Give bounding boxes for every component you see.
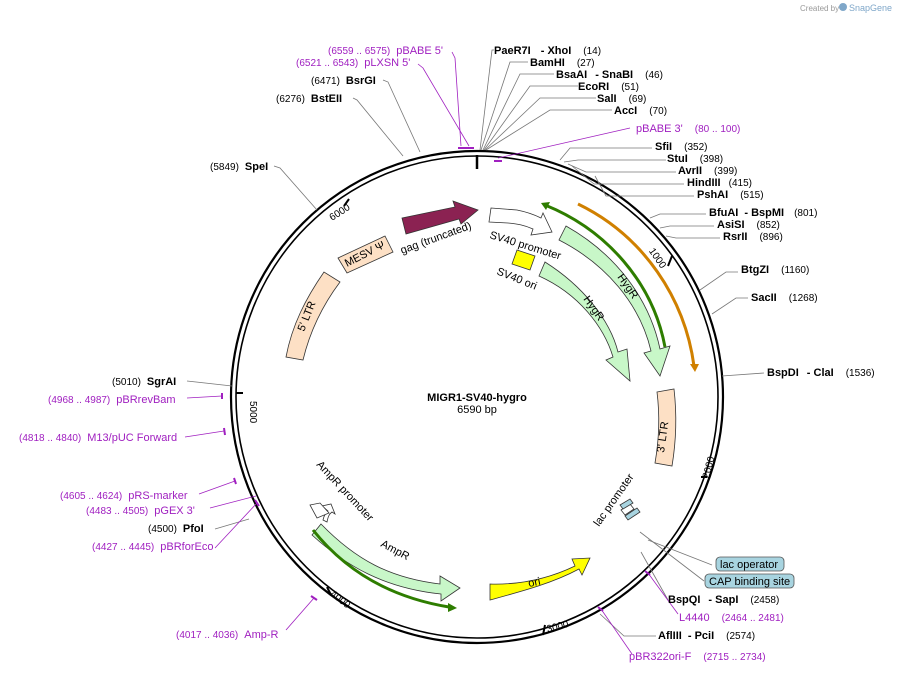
tick-1000: 1000 xyxy=(646,246,668,271)
lac-operator-label: lac operator xyxy=(720,559,778,571)
enzyme-acci: AccI(70) xyxy=(614,105,667,117)
backbone-outer-strand xyxy=(229,149,725,645)
cap-site-box xyxy=(619,498,634,510)
credit-brand: SnapGene xyxy=(849,3,892,13)
enzyme-afliii: AflIII- PciI(2574) xyxy=(658,630,755,642)
hygr-arrow-outer xyxy=(558,225,671,377)
enzyme-hindiii: HindIII(415) xyxy=(687,177,752,189)
plasmid-size: 6590 bp xyxy=(457,404,497,416)
tick-2000: 2000 xyxy=(701,455,717,480)
enzyme-btgzi: BtgZI(1160) xyxy=(741,264,809,276)
enzyme-sali: SalI(69) xyxy=(597,93,646,105)
ampr-green-arc-head xyxy=(448,603,457,612)
enzyme-bamhi: BamHI(27) xyxy=(530,57,595,69)
ltr3-label: 3' LTR xyxy=(655,421,671,454)
cap-site-label: CAP binding site xyxy=(709,576,790,588)
tick-5000: 5000 xyxy=(247,401,258,424)
ampr-green-arc xyxy=(311,529,450,609)
lac-operator-box xyxy=(624,507,641,521)
hygr-green-arc xyxy=(544,203,667,348)
enzyme-rsrii: RsrII(896) xyxy=(723,231,783,243)
enzyme-bspqi: BspQI- SapI(2458) xyxy=(668,594,779,606)
tick-1000-mark xyxy=(667,255,673,267)
ltr3-box xyxy=(654,388,677,467)
enzyme-ecori: EcoRI(51) xyxy=(578,81,639,93)
ori-label: ori xyxy=(527,576,541,590)
primer-pgex3: (4483 .. 4505)pGEX 3' xyxy=(86,505,195,517)
ori-arrow xyxy=(489,557,591,601)
tick-3000: 3000 xyxy=(546,619,571,635)
ampr-promoter-tip xyxy=(309,502,330,519)
primer-l4440: L4440(2464 .. 2481) xyxy=(679,612,784,624)
mesv-psi-box xyxy=(337,235,394,274)
tick-3000-mark xyxy=(542,624,546,636)
primer-pbrrevbam: (4968 .. 4987)pBRrevBam xyxy=(48,394,176,406)
primer-labels: (6559 .. 6575)pBABE 5' (6521 .. 6543)pLX… xyxy=(19,45,784,663)
enzyme-sgrai: (5010)SgrAI xyxy=(112,376,176,388)
sv40-promoter-arrow xyxy=(488,207,553,236)
enzyme-bsaai: BsaAI- SnaBI(46) xyxy=(556,69,663,81)
primer-leader-lines xyxy=(184,51,679,655)
gag-arrow xyxy=(401,200,479,235)
enzyme-avrii: AvrII(399) xyxy=(678,165,737,177)
hygr-green-arc-head xyxy=(541,202,550,210)
leader-lines xyxy=(186,49,765,637)
credit-prefix: Created by xyxy=(800,4,839,13)
tick-4000-mark xyxy=(326,586,332,596)
enzyme-bsteii: (6276)BstEII xyxy=(276,93,342,105)
enzyme-asisi: AsiSI(852) xyxy=(717,219,780,231)
primer-ampr: (4017 .. 4036)Amp-R xyxy=(176,629,279,641)
primer-m13-puc-forward: (4818 .. 4840)M13/pUC Forward xyxy=(19,432,177,444)
primer-pbr322orif: pBR322ori-F(2715 .. 2734) xyxy=(629,651,766,663)
enzyme-bspdi: BspDI- ClaI(1536) xyxy=(767,367,875,379)
primer-mark-m13 xyxy=(223,427,226,436)
lac-operator-tag xyxy=(715,556,785,572)
enzyme-stui: StuI(398) xyxy=(667,153,723,165)
sv40-ori-label: SV40 ori xyxy=(495,266,539,293)
enzyme-bfuai: BfuAI- BspMI(801) xyxy=(709,207,817,219)
orange-arc-head xyxy=(690,364,699,372)
boxed-labels: lac operator CAP binding site xyxy=(704,556,795,589)
snapgene-logo-icon xyxy=(839,3,847,11)
enzyme-paer7i: PaeR7I- XhoI(14) xyxy=(494,45,601,57)
orange-arc xyxy=(577,202,696,367)
plasmid-name: MIGR1-SV40-hygro xyxy=(427,392,527,404)
credit: Created by SnapGene xyxy=(800,3,892,13)
ampr-label: AmpR xyxy=(379,538,412,563)
primer-plxsn5: (6521 .. 6543)pLXSN 5' xyxy=(296,57,410,69)
cap-site-tag xyxy=(704,573,795,589)
enzyme-sfii: SfiI(352) xyxy=(655,141,707,153)
hygr-arrow-inner xyxy=(538,261,631,382)
primer-pbabe5: (6559 .. 6575)pBABE 5' xyxy=(328,45,443,57)
sv40-ori-box xyxy=(511,249,536,271)
primer-pbrforeco: (4427 .. 4445)pBRforEco xyxy=(92,541,213,553)
enzyme-sacii: SacII(1268) xyxy=(751,292,818,304)
ltr5-box xyxy=(285,271,341,361)
tick-6000-mark xyxy=(343,198,350,207)
enzyme-pshai: PshAI(515) xyxy=(697,189,764,201)
enzyme-bsrgi: (6471)BsrGI xyxy=(311,75,376,87)
enzyme-pfoi: (4500)PfoI xyxy=(148,523,204,535)
enzyme-spei: (5849)SpeI xyxy=(210,161,268,173)
enzyme-labels: PaeR7I- XhoI(14) BamHI(27) BsaAI- SnaBI(… xyxy=(112,45,875,642)
primer-prs-marker: (4605 .. 4624)pRS-marker xyxy=(60,490,188,502)
primer-pbabe3: pBABE 3'(80 .. 100) xyxy=(636,123,740,135)
